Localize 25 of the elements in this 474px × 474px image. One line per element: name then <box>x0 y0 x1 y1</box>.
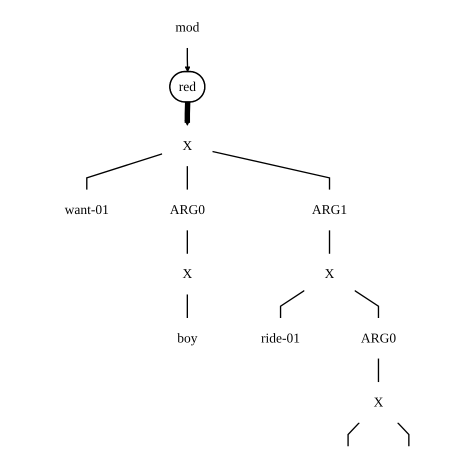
tree-diagram: mod red X want-01 ARG0 ARG1 X boy X ride-01 ARG0 X <box>39 2 435 472</box>
node-text: X <box>182 138 192 154</box>
connector <box>186 294 188 318</box>
node-text: ARG1 <box>312 202 348 218</box>
node-text: ARG0 <box>170 202 206 218</box>
connector <box>378 358 380 382</box>
connector <box>348 422 360 446</box>
connector <box>86 153 163 190</box>
connector <box>186 230 188 254</box>
node-text: ARG0 <box>361 330 396 346</box>
node-text: mod <box>176 20 200 36</box>
connector <box>354 290 380 318</box>
node-text: boy <box>177 330 198 346</box>
node-text: want-01 <box>64 202 110 218</box>
node-text: X <box>182 266 192 282</box>
node-text: ride-01 <box>261 330 300 346</box>
connector <box>280 290 305 318</box>
arrow <box>184 102 191 126</box>
connector <box>329 230 330 254</box>
connector <box>186 166 188 190</box>
connector <box>397 422 410 446</box>
node-text: X <box>374 395 384 410</box>
node-text: X <box>324 266 335 282</box>
connector <box>212 150 330 190</box>
arrow <box>184 48 191 72</box>
